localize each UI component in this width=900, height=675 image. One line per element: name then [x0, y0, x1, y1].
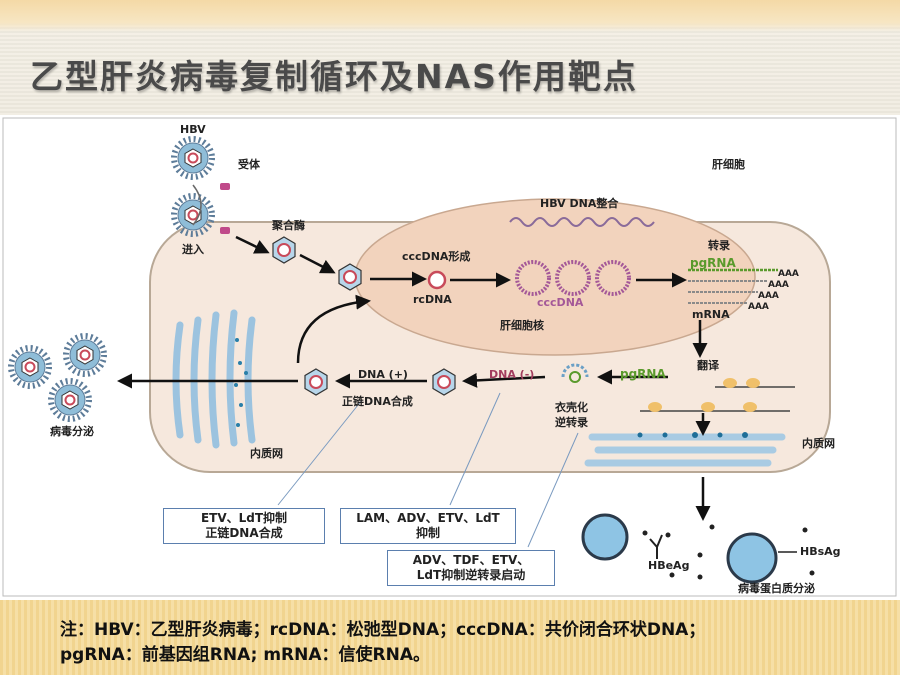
drug-box-1-line2: 正链DNA合成 [205, 526, 283, 540]
drug-box-3-line1: ADV、TDF、ETV、 [412, 553, 530, 567]
label-dna-minus: DNA (-) [489, 368, 534, 381]
label-cccdna: cccDNA [537, 296, 584, 309]
label-aaa-4: AAA [748, 302, 769, 312]
hbeag-icon [649, 534, 663, 559]
drug-callout-lines [277, 392, 579, 548]
secreted-virion-1 [11, 348, 49, 386]
capsid-to-nucleus [338, 263, 362, 291]
label-virus-secretion: 病毒分泌 [50, 424, 94, 438]
cccdna-rings [515, 260, 631, 296]
membrane-fold [192, 184, 202, 226]
drug-box-minus-strand: LAM、ADV、ETV、LdT 抑制 [340, 508, 516, 544]
label-aaa-3: AAA [758, 291, 779, 301]
footnote: 注：HBV：乙型肝炎病毒；rcDNA：松弛型DNA；cccDNA：共价闭合环状D… [60, 618, 880, 668]
label-translation: 翻译 [697, 358, 720, 372]
label-hbsag: HBsAg [800, 545, 841, 558]
footnote-line-2: pgRNA：前基因组RNA; mRNA：信使RNA。 [60, 645, 430, 665]
drug-box-plus-strand: ETV、LdT抑制 正链DNA合成 [163, 508, 325, 544]
label-rcdna: rcDNA [413, 293, 452, 306]
label-receptor: 受体 [238, 157, 261, 171]
receptor-icon [220, 183, 230, 190]
secreted-virion-2 [66, 336, 104, 374]
footer-band [0, 600, 900, 675]
transcribed-rna [688, 268, 778, 304]
er-right-ribosomes [637, 432, 748, 438]
secreted-virion-3 [51, 381, 89, 419]
drug-box-2-line2: 抑制 [415, 526, 440, 540]
label-protein-secretion: 病毒蛋白质分泌 [738, 581, 815, 595]
drug-box-2-line1: LAM、ADV、ETV、LdT [356, 511, 500, 525]
label-pgrna-nucleus: pgRNA [690, 256, 736, 270]
drug-box-1-line1: ETV、LdT抑制 [200, 511, 288, 525]
hbv-virion-top [174, 139, 212, 177]
label-mrna: mRNA [692, 308, 730, 321]
label-dna-plus: DNA (+) [358, 368, 408, 381]
capsid-dna-minus [432, 368, 456, 396]
er-left-ribosomes [234, 338, 248, 427]
drug-box-reverse-transcription: ADV、TDF、ETV、 LdT抑制逆转录启动 [387, 550, 555, 586]
label-aaa-2: AAA [768, 280, 789, 290]
receptor-icon-2 [220, 227, 230, 234]
label-ccc-formation: cccDNA形成 [402, 249, 470, 263]
label-er-left: 内质网 [250, 446, 283, 460]
slide-title: 乙型肝炎病毒复制循环及NAS作用靶点 [30, 57, 638, 96]
integrated-hbv-dna [509, 217, 655, 227]
rcdna-circle [427, 270, 447, 290]
footnote-line-1: 注：HBV：乙型肝炎病毒；rcDNA：松弛型DNA；cccDNA：共价闭合环状D… [60, 620, 706, 640]
label-encapsidation-2: 逆转录 [555, 415, 588, 429]
label-entry: 进入 [182, 242, 204, 256]
top-decorative-band [0, 0, 900, 32]
label-aaa-1: AAA [778, 269, 799, 279]
diagram-border [2, 117, 897, 597]
hbv-replication-diagram: HBV 受体 进入 聚合酶 肝细胞 HBV DNA整合 cccDNA形成 rcD… [0, 115, 900, 600]
label-hbeag: HBeAg [648, 559, 689, 572]
label-integration: HBV DNA整合 [540, 196, 619, 210]
hepatocyte-nucleus [354, 198, 756, 356]
er-right [584, 433, 786, 467]
label-transcription: 转录 [708, 238, 730, 252]
encapsidation-complex [561, 363, 589, 383]
label-er-right: 内质网 [802, 436, 835, 450]
hbsag-particle [726, 532, 778, 584]
drug-box-3-line2: LdT抑制逆转录启动 [416, 568, 526, 582]
capsid-polymerase [272, 236, 296, 264]
label-nucleus: 肝细胞核 [500, 318, 544, 332]
label-encapsidation-1: 衣壳化 [555, 400, 588, 414]
label-polymerase: 聚合酶 [271, 218, 305, 232]
flow-arrows [117, 235, 711, 521]
capsid-dna-plus [304, 368, 328, 396]
diagram-canvas: HBV 受体 进入 聚合酶 肝细胞 HBV DNA整合 cccDNA形成 rcD… [2, 117, 897, 597]
label-plus-strand-synthesis: 正链DNA合成 [342, 394, 413, 408]
hbsag-large-particle [581, 513, 629, 561]
label-pgrna-cytoplasm: pgRNA [620, 367, 666, 381]
translation-ribosomes [640, 378, 795, 412]
label-hbv: HBV [180, 123, 206, 136]
label-hepatocyte: 肝细胞 [712, 157, 745, 171]
secreted-dots [642, 524, 815, 580]
